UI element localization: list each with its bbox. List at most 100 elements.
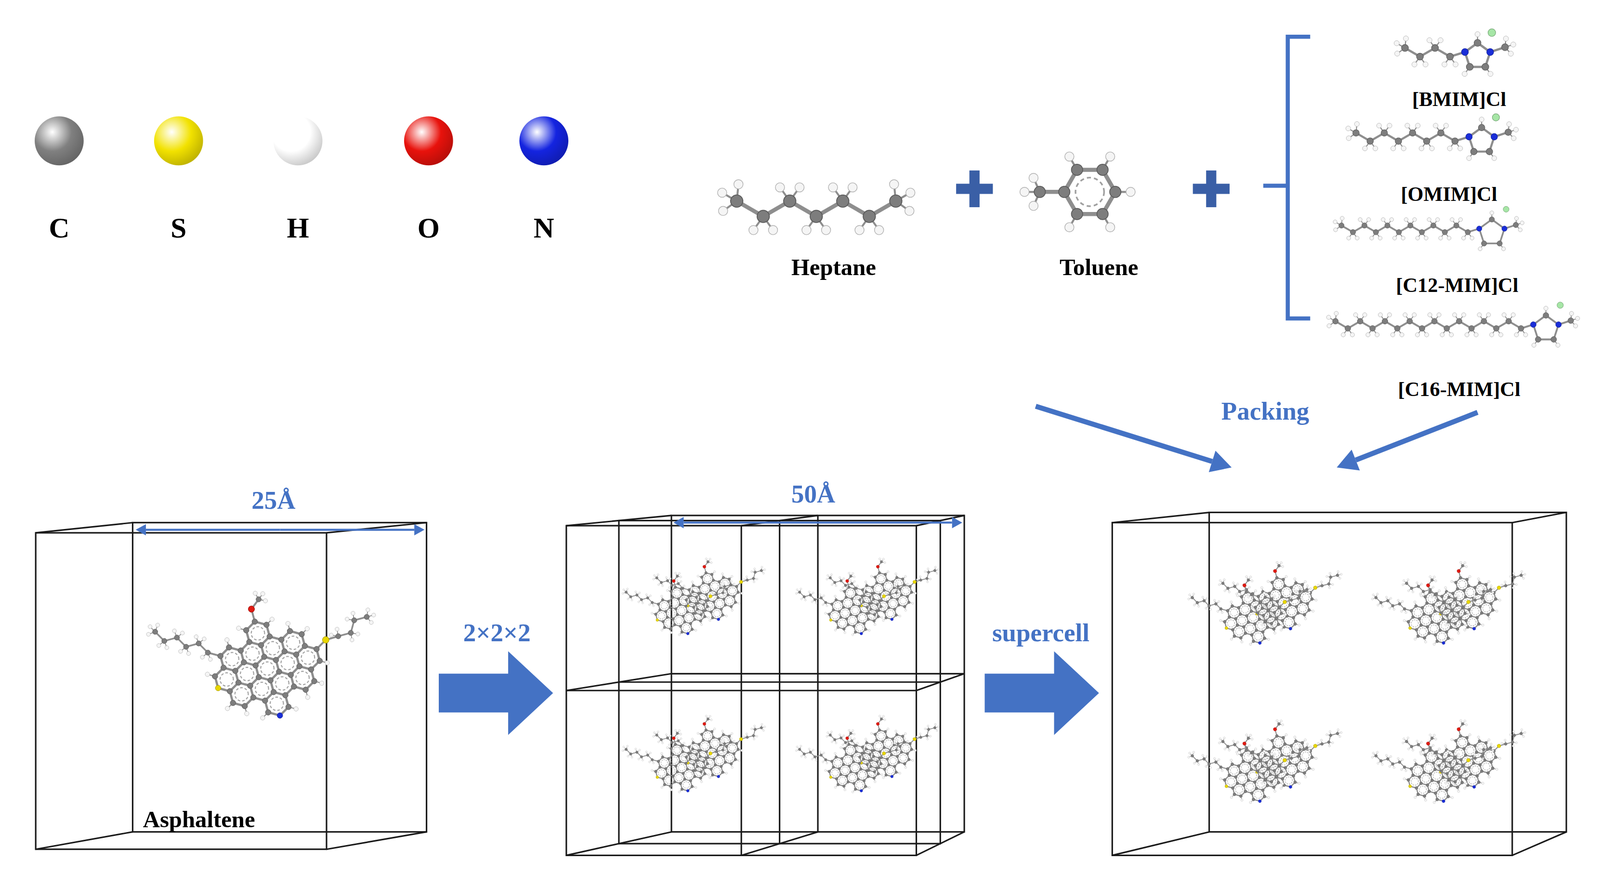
atom xyxy=(923,727,927,730)
atom xyxy=(721,729,724,733)
atom xyxy=(1020,187,1030,197)
atom xyxy=(1403,217,1408,222)
bonds xyxy=(652,701,775,790)
bonds xyxy=(652,544,775,633)
atom xyxy=(1344,325,1351,332)
atom xyxy=(1488,28,1496,37)
box-edge xyxy=(1112,831,1209,856)
atom xyxy=(1362,312,1367,317)
atom xyxy=(1555,342,1561,348)
aromatic-ring xyxy=(264,640,281,657)
aromatic-ring xyxy=(855,623,865,632)
atom xyxy=(1387,123,1392,129)
atom xyxy=(757,209,770,223)
atom xyxy=(1478,246,1482,251)
atom xyxy=(847,571,851,575)
atom xyxy=(925,576,929,580)
atom xyxy=(894,590,899,595)
atom xyxy=(1458,217,1463,222)
atom xyxy=(753,567,756,570)
atom xyxy=(849,735,852,739)
atom xyxy=(1064,222,1075,232)
atom xyxy=(1491,155,1497,161)
atom xyxy=(752,737,756,741)
atom xyxy=(621,591,625,595)
atom xyxy=(1390,145,1396,151)
aromatic-ring xyxy=(712,609,722,618)
atom xyxy=(1466,63,1473,71)
atom xyxy=(838,733,841,736)
aromatic-ring xyxy=(253,680,271,697)
atom xyxy=(705,557,708,560)
atom xyxy=(864,580,868,584)
atom xyxy=(655,617,659,622)
atom xyxy=(852,575,856,578)
atom xyxy=(721,590,725,595)
box-edge xyxy=(1512,512,1567,523)
atom xyxy=(1513,222,1519,228)
atom xyxy=(334,626,340,632)
atom xyxy=(753,724,756,727)
atom xyxy=(1437,129,1445,137)
atom xyxy=(763,725,766,728)
drawing-part xyxy=(1206,170,1217,208)
atom xyxy=(1401,145,1406,151)
atom xyxy=(224,636,230,643)
atom xyxy=(856,747,859,750)
atom xyxy=(1438,37,1444,43)
atom xyxy=(1097,164,1109,176)
aromatic-ring xyxy=(833,601,842,610)
heptane-molecule xyxy=(717,179,916,235)
atom xyxy=(262,598,269,604)
atom xyxy=(923,570,927,573)
aromatic-ring xyxy=(703,574,712,583)
atom xyxy=(641,601,644,604)
atom xyxy=(1333,219,1338,224)
atom xyxy=(1447,236,1452,240)
aromatic-ring xyxy=(218,670,236,688)
aromatic-ring xyxy=(285,634,302,651)
atom xyxy=(1567,317,1574,324)
atom xyxy=(801,225,812,235)
atom xyxy=(675,735,679,739)
atom xyxy=(724,771,728,775)
asphaltene-molecule xyxy=(650,700,776,792)
atom xyxy=(1346,236,1351,240)
aromatic-ring xyxy=(899,753,908,762)
atom xyxy=(1478,124,1485,132)
atom xyxy=(856,590,859,593)
asphaltene-molecule xyxy=(650,543,776,634)
atom xyxy=(679,575,682,578)
atom xyxy=(745,735,749,739)
bonds xyxy=(145,564,393,743)
atom xyxy=(718,206,728,216)
atom xyxy=(1501,43,1509,51)
atom xyxy=(145,631,151,637)
atom xyxy=(760,722,763,726)
asphaltene-molecule xyxy=(824,700,949,792)
aromatic-ring xyxy=(294,669,311,686)
atom xyxy=(1491,133,1498,141)
atom xyxy=(1376,123,1382,129)
atom xyxy=(926,567,930,570)
atom xyxy=(1401,236,1405,240)
atom xyxy=(1416,52,1424,60)
simulation-box xyxy=(566,515,965,856)
atom xyxy=(1387,312,1392,317)
atom xyxy=(630,598,634,602)
atom xyxy=(1443,123,1449,129)
atom xyxy=(681,597,685,601)
aromatic-ring xyxy=(877,731,886,740)
aromatic-ring xyxy=(238,665,256,682)
atom xyxy=(818,593,822,596)
atom xyxy=(661,741,664,745)
plus-sign xyxy=(956,170,993,208)
atom xyxy=(854,754,858,758)
atom xyxy=(1543,305,1548,311)
atom xyxy=(1358,217,1363,222)
atom xyxy=(350,610,356,616)
atom xyxy=(193,634,199,640)
atom xyxy=(814,601,818,604)
atom xyxy=(661,584,664,587)
atom xyxy=(365,607,371,613)
